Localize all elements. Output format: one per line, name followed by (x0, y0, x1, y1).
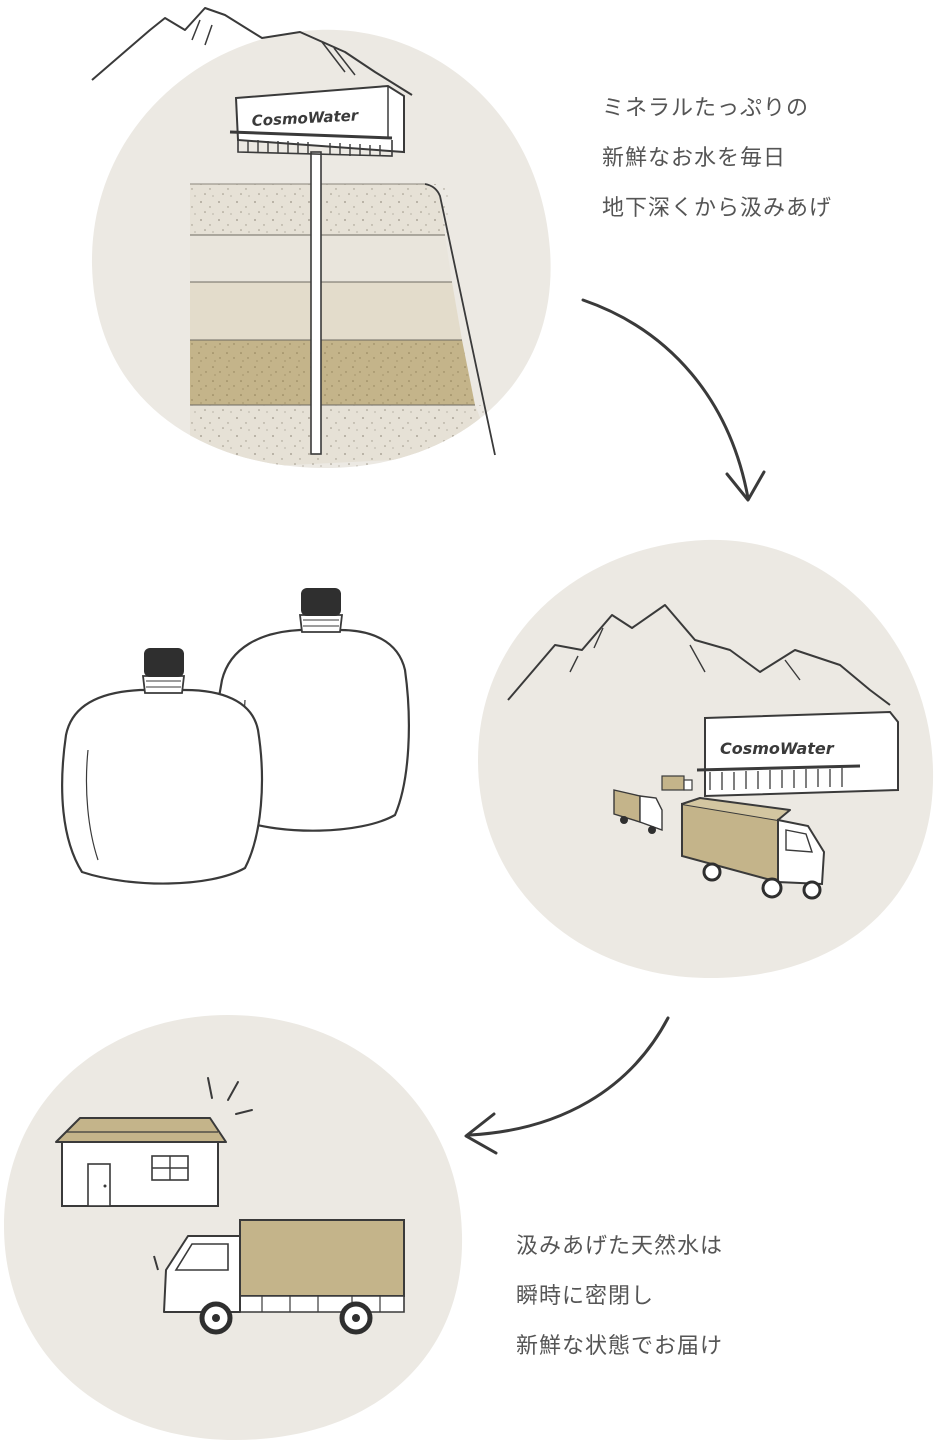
factory-scene: CosmoWater (478, 539, 934, 979)
large-truck (681, 797, 826, 900)
factory-logo-1: CosmoWater (251, 106, 360, 130)
arrowhead-1 (725, 470, 766, 502)
arrow-step1-to-step2 (581, 298, 750, 500)
mountain-outline (91, 7, 413, 96)
mountain-shading (191, 19, 356, 76)
factory-building: CosmoWater (229, 84, 405, 157)
mountain-outline-2 (507, 604, 891, 706)
caption-step-2: 汲みあげた天然水は 瞬時に密閉し 新鮮な状態でお届け (516, 1222, 723, 1372)
caption-step-1-line-3: 地下深くから汲みあげ (602, 196, 833, 221)
bottle-front-cap (144, 648, 184, 677)
caption-step-2-line-2: 瞬時に密閉し (516, 1284, 655, 1309)
house (55, 1117, 227, 1207)
caption-step-2-line-3: 新鮮な状態でお届け (516, 1334, 724, 1359)
small-truck-far (661, 775, 693, 791)
delivery-truck (153, 1219, 405, 1335)
factory-logo-2: CosmoWater (720, 739, 835, 758)
extraction-scene: CosmoWater (91, 7, 551, 469)
ground-layers (190, 183, 496, 469)
well-pipe (310, 151, 322, 455)
water-bottles (61, 588, 410, 885)
medium-truck (613, 789, 663, 834)
caption-step-1-line-1: ミネラルたっぷりの (602, 96, 810, 121)
delivery-scene (3, 1015, 463, 1440)
arrow-step2-to-step3 (468, 1016, 670, 1137)
bottle-back-cap (301, 588, 341, 616)
arrowhead-2 (464, 1112, 498, 1155)
caption-step-2-line-1: 汲みあげた天然水は (516, 1234, 724, 1259)
caption-step-1-line-2: 新鮮なお水を毎日 (602, 146, 787, 171)
caption-step-1: ミネラルたっぷりの 新鮮なお水を毎日 地下深くから汲みあげ (602, 84, 832, 234)
sparkle-lines (207, 1077, 253, 1115)
house-door (87, 1163, 111, 1207)
bottle-back (215, 628, 410, 832)
bottle-front (61, 688, 264, 885)
